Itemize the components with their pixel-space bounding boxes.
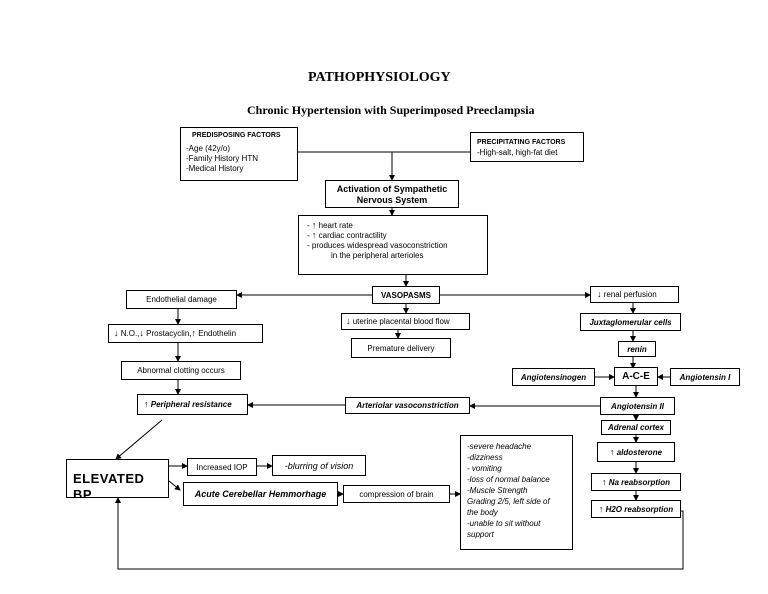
prostacyclin-label: Prostacyclin, bbox=[146, 329, 192, 338]
arrow-up-icon: ↑ bbox=[311, 230, 317, 240]
adrenal-cortex-box: Adrenal cortex bbox=[601, 420, 671, 435]
arrow-up-icon: ↑ bbox=[191, 328, 197, 338]
symptom-item: the body bbox=[467, 508, 498, 518]
renin-box: renin bbox=[618, 341, 656, 357]
vasopasms-box: VASOPASMS bbox=[372, 286, 440, 304]
predisposing-item: -Family History HTN bbox=[186, 153, 258, 163]
angiotensinogen-box: Angiotensinogen bbox=[512, 368, 595, 386]
blurring-vision-box: -blurring of vision bbox=[272, 455, 366, 476]
renal-perfusion-box: ↓ renal perfusion bbox=[590, 286, 679, 303]
elevated-bp-box: ELEVATED BP bbox=[66, 459, 169, 498]
sympathetic-activation-box: Activation of Sympathetic Nervous System bbox=[325, 180, 459, 208]
na-reabsorption-label: Na reabsorption bbox=[608, 478, 671, 487]
peripheral-resistance-label: Peripheral resistance bbox=[150, 400, 232, 409]
heart-rate-label: heart rate bbox=[318, 221, 353, 230]
page-title: PATHOPHYSIOLOGY bbox=[308, 70, 451, 85]
arrow-down-icon: ↓ bbox=[139, 328, 144, 338]
endothelial-damage-box: Endothelial damage bbox=[126, 290, 237, 309]
symptom-item: - vomiting bbox=[467, 464, 502, 474]
endothelin-label: Endothelin bbox=[198, 329, 237, 338]
contractility-label: cardiac contractility bbox=[318, 231, 387, 240]
uterine-blood-flow-box: ↓ uterine placental blood flow bbox=[341, 313, 470, 330]
contractility-line: - ↑ cardiac contractility bbox=[307, 231, 479, 241]
arrow-down-icon: ↓ bbox=[346, 316, 351, 326]
arrow-up-icon: ↑ bbox=[311, 220, 317, 230]
predisposing-item: -Medical History bbox=[186, 163, 244, 173]
page-subtitle: Chronic Hypertension with Superimposed P… bbox=[247, 103, 535, 117]
ace-box: A-C-E bbox=[614, 367, 658, 386]
heart-rate-line: - ↑ heart rate bbox=[307, 221, 479, 231]
abnormal-clotting-box: Abnormal clotting occurs bbox=[121, 361, 241, 380]
symptom-item: -loss of normal balance bbox=[467, 475, 550, 485]
arteriolar-vasoconstriction-box: Arteriolar vasoconstriction bbox=[345, 397, 470, 414]
symptom-item: -dizziness bbox=[467, 453, 503, 463]
cerebellar-hemorrhage-box: Acute Cerebellar Hemmorhage bbox=[183, 482, 338, 506]
peripheral-resistance-box: ↑ Peripheral resistance bbox=[137, 394, 248, 415]
compression-box: compression of brain bbox=[343, 485, 450, 503]
angiotensin-1-box: Angiotensin I bbox=[670, 368, 740, 386]
symptoms-box: -severe headache -dizziness - vomiting -… bbox=[460, 435, 573, 550]
increased-iop-box: Increased IOP bbox=[187, 458, 257, 476]
vasoconstriction-line: - produces widespread vasoconstriction bbox=[307, 241, 448, 250]
arrow-up-icon: ↑ bbox=[609, 447, 615, 457]
symptom-item: Grading 2/5, left side of bbox=[467, 497, 550, 507]
predisposing-heading: PREDISPOSING FACTORS bbox=[192, 132, 281, 139]
no-prostacyclin-box: ↓ N.O.,↓ Prostacyclin,↑ Endothelin bbox=[108, 324, 263, 343]
sympathetic-line: Activation of Sympathetic bbox=[336, 184, 448, 194]
arrow-down-icon: ↓ bbox=[114, 328, 119, 338]
juxtaglomerular-box: Juxtaglomerular cells bbox=[580, 313, 681, 331]
premature-delivery-box: Premature delivery bbox=[351, 338, 451, 358]
arrow-up-icon: ↑ bbox=[144, 399, 149, 409]
predisposing-item: -Age (42y/o) bbox=[186, 143, 231, 153]
arrow-up-icon: ↑ bbox=[601, 477, 607, 487]
symptom-item: -severe headache bbox=[467, 442, 532, 451]
cardiac-effects-box: - ↑ heart rate - ↑ cardiac contractility… bbox=[298, 215, 488, 275]
h2o-reabsorption-label: H2O reabsorption bbox=[605, 505, 674, 514]
arrow-down-icon: ↓ bbox=[597, 289, 602, 299]
vasoconstriction-line: in the peripheral arterioles bbox=[331, 251, 424, 260]
angiotensin-2-box: Angiotensin II bbox=[600, 397, 675, 415]
dash: - bbox=[307, 221, 310, 230]
symptom-item: -unable to sit without bbox=[467, 519, 541, 529]
na-reabsorption-box: ↑ Na reabsorption bbox=[591, 473, 681, 491]
arrow-up-icon: ↑ bbox=[598, 504, 604, 514]
sympathetic-line: Nervous System bbox=[356, 195, 428, 206]
uterine-label: uterine placental blood flow bbox=[352, 317, 450, 326]
dash: - bbox=[307, 231, 310, 240]
aldosterone-box: ↑ aldosterone bbox=[597, 442, 675, 462]
aldosterone-label: aldosterone bbox=[616, 448, 663, 457]
renal-perfusion-label: renal perfusion bbox=[603, 290, 657, 299]
precipitating-heading: PRECIPITATING FACTORS bbox=[477, 139, 566, 146]
precipitating-item: -High-salt, high-fat diet bbox=[477, 147, 558, 157]
predisposing-factors-box: PREDISPOSING FACTORS -Age (42y/o) -Famil… bbox=[180, 127, 298, 181]
symptom-item: support bbox=[467, 530, 494, 540]
no-prostacyclin-line: ↓ N.O.,↓ Prostacyclin,↑ Endothelin bbox=[114, 329, 257, 339]
symptom-item: -Muscle Strength bbox=[467, 486, 528, 496]
h2o-reabsorption-box: ↑ H2O reabsorption bbox=[591, 500, 681, 518]
precipitating-factors-box: PRECIPITATING FACTORS -High-salt, high-f… bbox=[470, 132, 584, 162]
no-label: N.O., bbox=[120, 329, 140, 338]
